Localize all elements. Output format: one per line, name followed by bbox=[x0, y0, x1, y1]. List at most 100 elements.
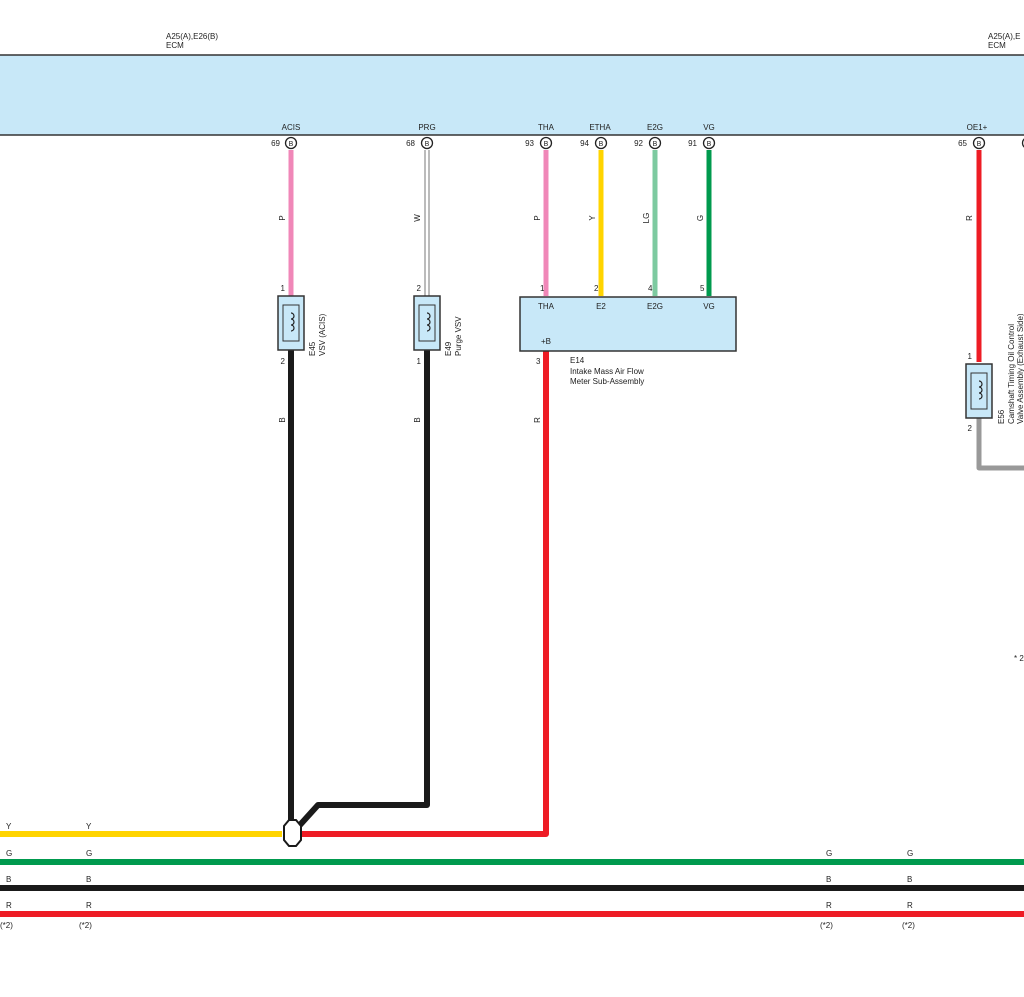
ecm-box bbox=[0, 54, 1024, 136]
side-note: * 2 bbox=[1014, 654, 1024, 663]
connector-circle bbox=[972, 136, 986, 150]
pin-number: 93 bbox=[525, 139, 534, 148]
component-e45: 1 2 E45 VSV (ACIS) bbox=[277, 284, 327, 366]
ecm-right-connectors: A25(A),E bbox=[988, 32, 1020, 41]
e14-pin-num-plusb: 3 bbox=[536, 357, 541, 366]
connector-letter: B bbox=[653, 141, 658, 148]
connector-letter: B bbox=[977, 141, 982, 148]
e45-code: E45 bbox=[308, 341, 317, 356]
coil-icon bbox=[426, 312, 431, 332]
bus-label-r-1: R bbox=[6, 901, 12, 910]
ecm-pin-etha: ETHA 94 B bbox=[580, 123, 611, 150]
coil-icon bbox=[978, 380, 983, 400]
connector-circle bbox=[648, 136, 662, 150]
pin-label: OE1+ bbox=[967, 123, 988, 132]
e56-code: E56 bbox=[997, 409, 1006, 424]
wire-label-e2g: LG bbox=[642, 213, 651, 224]
pin-label: ACIS bbox=[282, 123, 301, 132]
connector-letter: B bbox=[425, 141, 430, 148]
wire-label-etha: Y bbox=[588, 215, 597, 221]
e56-name-line1: Camshaft Timing Oil Control bbox=[1007, 324, 1016, 424]
bus-label-g-4: G bbox=[907, 849, 913, 858]
e56-pin-top: 1 bbox=[968, 352, 973, 361]
wire-label-acis: P bbox=[278, 215, 287, 220]
bus-label-g-2: G bbox=[86, 849, 92, 858]
pin-number: 92 bbox=[634, 139, 643, 148]
wire-label-e49-b: B bbox=[413, 417, 422, 422]
e49-name: Purge VSV bbox=[454, 316, 463, 356]
e49-coil-frame bbox=[418, 304, 436, 342]
e14-code: E14 bbox=[570, 356, 585, 365]
e45-pin-bottom: 2 bbox=[281, 357, 286, 366]
pin-label: THA bbox=[538, 123, 555, 132]
bus-note-1: (*2) bbox=[0, 921, 13, 930]
e49-pin-bottom: 1 bbox=[417, 357, 422, 366]
e14-pin-label-tha: THA bbox=[538, 302, 555, 311]
e14-pin-num-vg: 5 bbox=[700, 284, 705, 293]
ecm-left-name: ECM bbox=[166, 41, 184, 50]
connector-circle bbox=[284, 136, 298, 150]
component-e49: 2 1 E49 Purge VSV bbox=[413, 284, 463, 366]
wire-label-e45-b: B bbox=[278, 417, 287, 422]
e56-name-line2: Valve Assembly (Exhaust Side) bbox=[1016, 313, 1024, 424]
e14-name-line2: Meter Sub-Assembly bbox=[570, 377, 644, 386]
wire-label-tha: P bbox=[533, 215, 542, 220]
connector-letter: B bbox=[707, 141, 712, 148]
connector-circle bbox=[594, 136, 608, 150]
component-e14: 1 2 4 5 THA E2 E2G VG +B 3 E14 Intake Ma… bbox=[519, 284, 737, 386]
e45-pin-top: 1 bbox=[281, 284, 286, 293]
ecm-pin-prg: PRG 68 B bbox=[406, 123, 436, 150]
e14-pin-label-vg: VG bbox=[703, 302, 715, 311]
connector-circle bbox=[420, 136, 434, 150]
e14-pin-num-e2g: 4 bbox=[648, 284, 653, 293]
connector-letter: B bbox=[544, 141, 549, 148]
wire-label-e14-r: R bbox=[533, 417, 542, 423]
e49-box bbox=[413, 295, 441, 351]
wire-label-prg: W bbox=[413, 214, 422, 222]
ecm-right-name: ECM bbox=[988, 41, 1006, 50]
e49-code: E49 bbox=[444, 341, 453, 356]
e14-pin-num-tha: 1 bbox=[540, 284, 545, 293]
pin-number: 94 bbox=[580, 139, 589, 148]
wire-label-oe1: R bbox=[965, 215, 974, 221]
ecm-pin-oe1: OE1+ 65 B bbox=[958, 123, 988, 150]
pin-number: 65 bbox=[958, 139, 967, 148]
e56-box bbox=[965, 363, 993, 419]
ecm-pin-acis: ACIS 69 B bbox=[271, 123, 301, 150]
e14-pin-num-e2: 2 bbox=[594, 284, 599, 293]
pin-label: PRG bbox=[418, 123, 435, 132]
bus-label-b-2: B bbox=[86, 875, 91, 884]
pin-number: 69 bbox=[271, 139, 280, 148]
ecm-left-connectors: A25(A),E26(B) bbox=[166, 32, 218, 41]
bus-label-y-2: Y bbox=[86, 822, 92, 831]
bus-note-3: (*2) bbox=[820, 921, 833, 930]
e56-coil-frame bbox=[970, 372, 988, 410]
bus-label-b-4: B bbox=[907, 875, 912, 884]
bus-label-r-4: R bbox=[907, 901, 913, 910]
e45-coil-frame bbox=[282, 304, 300, 342]
e49-pin-top: 2 bbox=[417, 284, 422, 293]
wire-e49-ground bbox=[296, 350, 430, 829]
component-e56: 1 2 E56 Camshaft Timing Oil Control Valv… bbox=[965, 313, 1024, 433]
wire-e14-plusb bbox=[300, 350, 549, 837]
e14-pin-label-plusb: +B bbox=[541, 337, 551, 346]
bus-label-b-3: B bbox=[826, 875, 831, 884]
bus-label-r-2: R bbox=[86, 901, 92, 910]
pin-label: E2G bbox=[647, 123, 663, 132]
ecm-pin-tha: THA 93 B bbox=[525, 123, 555, 150]
splice-point bbox=[283, 819, 302, 847]
pin-number: 68 bbox=[406, 139, 415, 148]
pin-number: 91 bbox=[688, 139, 697, 148]
wire-label-vg: G bbox=[696, 215, 705, 221]
e45-box bbox=[277, 295, 305, 351]
coil-icon bbox=[290, 312, 295, 332]
e45-name: VSV (ACIS) bbox=[318, 313, 327, 356]
e14-pin-label-e2: E2 bbox=[596, 302, 606, 311]
ecm-pin-vg: VG 91 B bbox=[688, 123, 716, 150]
bus-label-y-1: Y bbox=[6, 822, 12, 831]
pin-label: VG bbox=[703, 123, 715, 132]
e56-pin-bottom: 2 bbox=[968, 424, 973, 433]
bus-note-2: (*2) bbox=[79, 921, 92, 930]
connector-circle bbox=[702, 136, 716, 150]
